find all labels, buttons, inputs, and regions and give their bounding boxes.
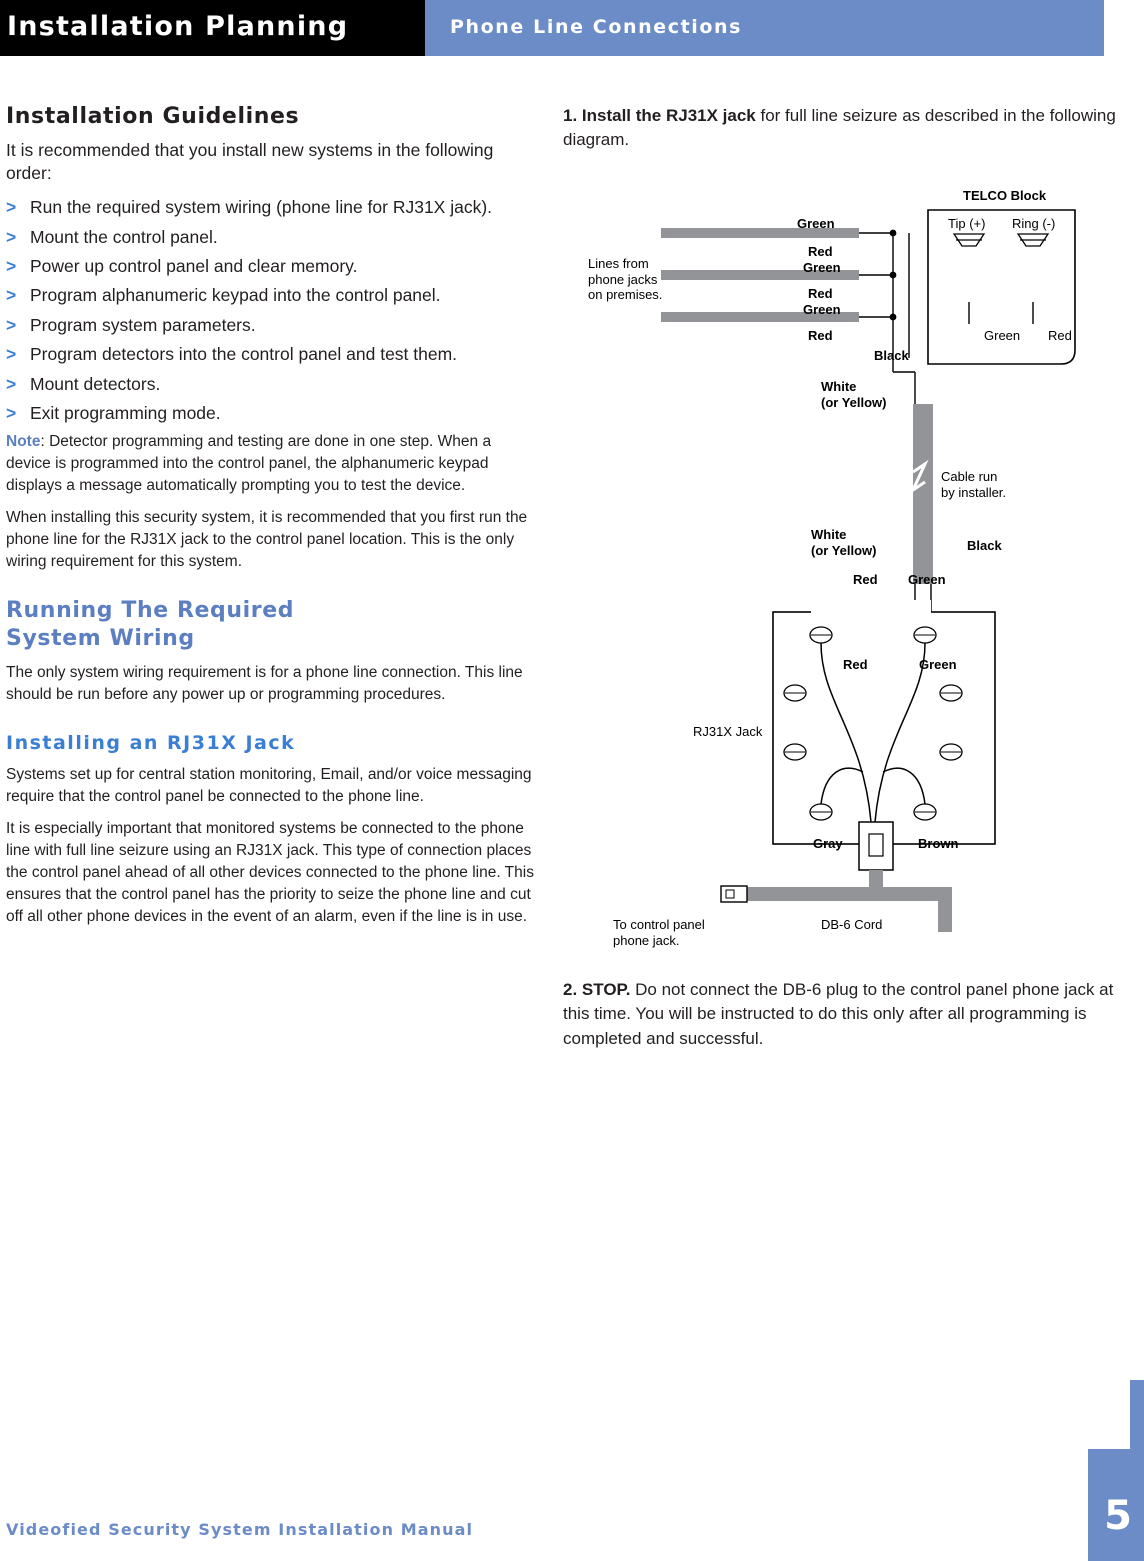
list-item: > Mount the control panel. (6, 226, 536, 248)
white-bottom-label: White (or Yellow) (811, 527, 877, 558)
list-item-label: Power up control panel and clear memory. (30, 255, 358, 276)
step-2-text: Do not connect the DB-6 plug to the cont… (563, 980, 1114, 1048)
footer-manual-name: Videofied Security System Installation M… (6, 1520, 474, 1539)
pair2-green-label: Green (803, 260, 841, 276)
right-column: 1. Install the RJ31X jack for full line … (563, 104, 1123, 1063)
list-item: > Exit programming mode. (6, 402, 536, 424)
list-item: > Program alphanumeric keypad into the co… (6, 284, 536, 306)
bullet-marker-icon: > (6, 255, 17, 276)
diagram-graphics (661, 209, 1076, 933)
page-subtitle: Phone Line Connections (450, 16, 743, 38)
list-item-label: Mount detectors. (30, 373, 161, 394)
list-item-label: Program detectors into the control panel… (30, 344, 458, 365)
note-text: : Detector programming and testing are d… (6, 433, 492, 495)
note-label: Note (6, 433, 41, 451)
list-item-label: Program alphanumeric keypad into the con… (30, 285, 441, 306)
rj31x-paragraph-2: It is especially important that monitore… (6, 820, 534, 926)
bullet-marker-icon: > (6, 226, 17, 247)
list-item: > Mount detectors. (6, 373, 536, 395)
step-2-bold: 2. STOP. (563, 980, 631, 1000)
list-item-label: Run the required system wiring (phone li… (30, 197, 493, 218)
list-item-label: Program system parameters. (30, 314, 256, 335)
jack-red-top-label: Red (853, 572, 878, 588)
bullet-marker-icon: > (6, 344, 17, 365)
bullet-marker-icon: > (6, 197, 17, 218)
list-item: > Program system parameters. (6, 314, 536, 336)
bullet-marker-icon: > (6, 402, 17, 423)
pair2-red-label: Red (808, 286, 833, 302)
intro-paragraph: It is recommended that you install new s… (6, 140, 494, 184)
step-1-text: for full line seizure as described in th… (563, 106, 1116, 150)
note-paragraph: Note: Detector programming and testing a… (6, 431, 536, 497)
telco-block-label: TELCO Block (963, 188, 1047, 204)
white-top-label: White (or Yellow) (821, 379, 887, 410)
black-bottom-label: Black (967, 538, 1002, 554)
pair1-green-label: Green (797, 216, 835, 232)
heading-line-2: System Wiring (6, 625, 195, 651)
heading-installing-rj31x: Installing an RJ31X Jack (6, 732, 296, 755)
telco-green-label: Green (984, 328, 1021, 344)
pair1-red-label: Red (808, 244, 833, 260)
black-top-label: Black (874, 348, 909, 364)
heading-running-wiring: Running The Required System Wiring (6, 597, 536, 652)
jack-green-top-label: Green (908, 572, 946, 588)
left-column: Installation Guidelines It is recommende… (6, 104, 536, 938)
rj31x-wiring-diagram: TELCO Block Tip (+) Ring (-) Green Red L… (563, 172, 1123, 972)
jack-red-label: Red (843, 657, 868, 673)
db6-cord-label: DB-6 Cord (821, 917, 883, 933)
ring-label: Ring (-) (1012, 216, 1056, 232)
cable-run-label: Cable run by installer. (941, 469, 1007, 500)
wiring-paragraph: The only system wiring requirement is fo… (6, 664, 523, 704)
step-2-paragraph: 2. STOP. Do not connect the DB-6 plug to… (563, 978, 1123, 1050)
bullet-marker-icon: > (6, 314, 17, 335)
rj31x-paragraph-1: Systems set up for central station monit… (6, 766, 532, 806)
lines-from-label: Lines from phone jacks on premises. (588, 256, 663, 303)
pair3-green-label: Green (803, 302, 841, 318)
footer-page-tab (1088, 1449, 1144, 1561)
bullet-marker-icon: > (6, 285, 17, 306)
rj31x-jack-label: RJ31X Jack (693, 724, 763, 740)
list-item: > Run the required system wiring (phone l… (6, 196, 536, 218)
heading-installation-guidelines: Installation Guidelines (6, 104, 300, 129)
list-item-label: Mount the control panel. (30, 226, 218, 247)
bullet-marker-icon: > (6, 373, 17, 394)
list-item-label: Exit programming mode. (30, 402, 221, 423)
tip-label: Tip (+) (948, 216, 986, 232)
page-header: Installation Planning Phone Line Connect… (0, 0, 1144, 56)
list-item: > Program detectors into the control pane… (6, 343, 536, 365)
pair3-red-label: Red (808, 328, 833, 344)
list-item: > Power up control panel and clear memory… (6, 255, 536, 277)
to-control-panel-label: To control panel phone jack. (613, 917, 705, 948)
telco-red-label: Red (1048, 328, 1072, 344)
install-paragraph: When installing this security system, it… (6, 509, 528, 571)
jack-green-label: Green (919, 657, 957, 673)
step-1-paragraph: 1. Install the RJ31X jack for full line … (563, 104, 1123, 152)
header-blue-band (425, 0, 1104, 56)
header-black-band (0, 0, 425, 56)
page-title: Installation Planning (7, 11, 349, 42)
brown-label: Brown (918, 836, 959, 852)
guidelines-list: > Run the required system wiring (phone l… (6, 196, 536, 424)
page-number: 5 (1104, 1493, 1132, 1539)
heading-line-1: Running The Required (6, 598, 295, 624)
gray-label: Gray (813, 836, 843, 852)
step-1-bold: 1. Install the RJ31X jack (563, 106, 756, 125)
